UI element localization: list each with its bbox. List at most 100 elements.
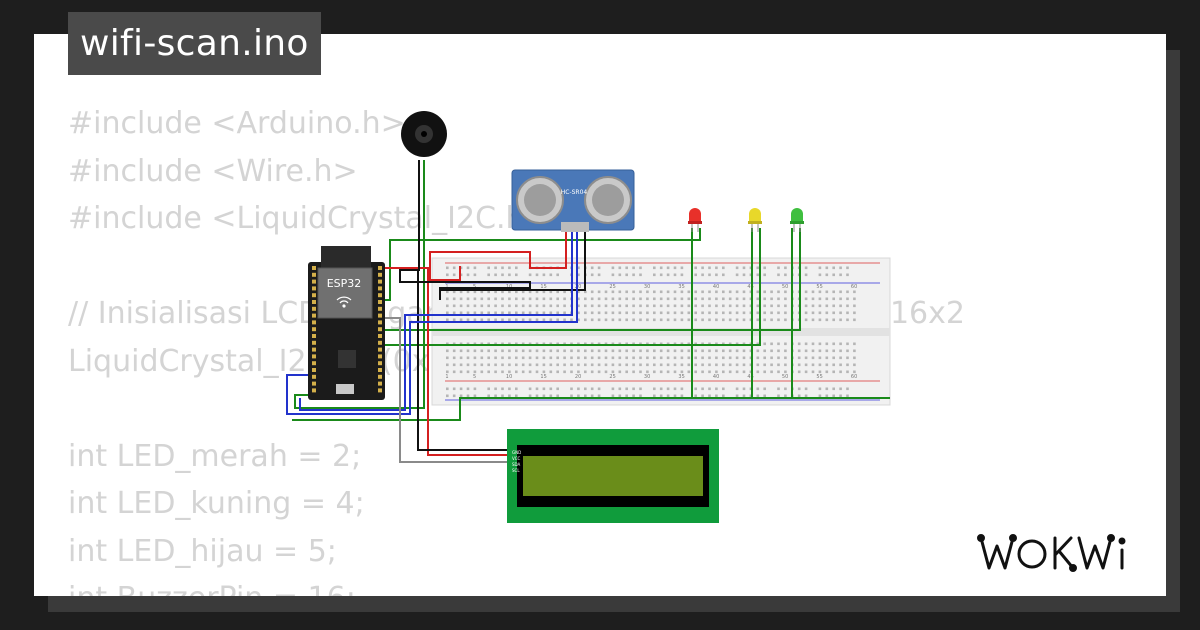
- breadboard-hole: [646, 370, 649, 374]
- breadboard-hole: [473, 387, 477, 391]
- breadboard-hole: [625, 273, 628, 277]
- breadboard-hole: [542, 370, 546, 374]
- breadboard-hole: [777, 370, 780, 374]
- breadboard-hole: [680, 266, 684, 270]
- breadboard-hole: [646, 304, 649, 308]
- breadboard-hole: [632, 297, 635, 301]
- breadboard-hole: [825, 342, 829, 346]
- breadboard-hole: [590, 304, 594, 308]
- breadboard-hole: [597, 356, 601, 360]
- breadboard-hole: [777, 342, 780, 346]
- lcd-pin-label: SDA: [512, 462, 521, 467]
- breadboard-hole: [853, 304, 856, 308]
- breadboard-hole: [528, 394, 532, 398]
- breadboard-hole: [480, 356, 484, 360]
- breadboard-hole: [584, 349, 587, 353]
- breadboard-hole: [825, 370, 829, 374]
- breadboard-hole: [549, 356, 553, 360]
- breadboard-hole: [535, 297, 539, 301]
- breadboard-hole: [659, 342, 663, 346]
- breadboard-hole: [653, 318, 656, 322]
- breadboard-hole: [694, 304, 697, 308]
- breadboard-hole: [466, 370, 470, 374]
- breadboard-hole: [659, 387, 663, 391]
- breadboard-hole: [549, 349, 553, 353]
- breadboard-hole: [825, 318, 829, 322]
- breadboard-hole: [618, 349, 622, 353]
- breadboard-hole: [701, 387, 704, 391]
- esp32-pin: [312, 334, 316, 338]
- breadboard-hole: [452, 273, 456, 277]
- breadboard-hole: [797, 356, 801, 360]
- breadboard-hole: [570, 349, 573, 353]
- breadboard-hole: [584, 342, 587, 346]
- breadboard-hole: [784, 387, 787, 391]
- breadboard-hole: [604, 370, 608, 374]
- breadboard-column-number: 45: [747, 284, 753, 290]
- breadboard-hole: [659, 290, 663, 294]
- breadboard-hole: [728, 311, 732, 315]
- breadboard-hole: [715, 318, 718, 322]
- breadboard-hole: [639, 387, 642, 391]
- breadboard-hole: [811, 356, 815, 360]
- breadboard-hole: [625, 387, 628, 391]
- breadboard-hole: [466, 311, 470, 315]
- breadboard-hole: [763, 297, 766, 301]
- breadboard-hole: [618, 304, 622, 308]
- esp32-pin: [312, 272, 316, 277]
- breadboard-hole: [535, 349, 539, 353]
- esp32-pin: [378, 340, 382, 345]
- breadboard-hole: [687, 311, 691, 315]
- breadboard-hole: [653, 290, 656, 294]
- breadboard-hole: [784, 349, 787, 353]
- breadboard-hole: [680, 318, 684, 322]
- breadboard-hole: [508, 297, 511, 301]
- breadboard-hole: [763, 342, 766, 346]
- breadboard-hole: [577, 394, 580, 398]
- breadboard-hole: [673, 394, 677, 398]
- esp32-pin: [312, 279, 316, 284]
- breadboard-hole: [728, 290, 732, 294]
- breadboard-hole: [577, 370, 580, 374]
- breadboard-hole: [811, 349, 815, 353]
- breadboard-hole: [728, 370, 732, 374]
- breadboard-hole: [597, 304, 601, 308]
- breadboard-hole: [618, 290, 622, 294]
- breadboard-hole: [673, 273, 677, 277]
- breadboard-hole: [770, 349, 773, 353]
- breadboard-hole: [832, 273, 835, 277]
- breadboard-hole: [653, 266, 656, 270]
- breadboard-hole: [501, 266, 504, 270]
- breadboard-hole: [556, 318, 559, 322]
- breadboard-hole: [611, 394, 615, 398]
- breadboard-hole: [839, 363, 842, 367]
- breadboard-hole: [618, 342, 622, 346]
- breadboard-hole: [797, 387, 801, 391]
- breadboard-hole: [487, 273, 490, 277]
- breadboard-hole: [832, 342, 835, 346]
- breadboard-hole: [673, 342, 677, 346]
- breadboard-hole: [556, 311, 559, 315]
- breadboard-hole: [818, 290, 822, 294]
- wire-red: [385, 266, 461, 281]
- breadboard-hole: [777, 318, 780, 322]
- breadboard-hole: [446, 290, 449, 294]
- lcd-display: GND VCC SDA SCL: [507, 429, 719, 523]
- breadboard-column-number: 55: [816, 374, 822, 380]
- esp32-pin: [378, 368, 382, 372]
- breadboard-hole: [756, 349, 760, 353]
- code-line: #include <LiquidCrystal_I2C.h>: [68, 201, 550, 236]
- breadboard-hole: [452, 266, 456, 270]
- breadboard-hole: [446, 311, 449, 315]
- breadboard-hole: [666, 363, 670, 367]
- breadboard-hole: [466, 290, 470, 294]
- breadboard-hole: [825, 349, 829, 353]
- breadboard-hole: [446, 273, 449, 277]
- breadboard-hole: [625, 342, 628, 346]
- breadboard-hole: [811, 304, 815, 308]
- breadboard-hole: [487, 342, 490, 346]
- breadboard-hole: [659, 394, 663, 398]
- breadboard-hole: [839, 349, 842, 353]
- code-line: int BuzzerPin = 16;: [68, 575, 965, 596]
- breadboard-hole: [604, 349, 608, 353]
